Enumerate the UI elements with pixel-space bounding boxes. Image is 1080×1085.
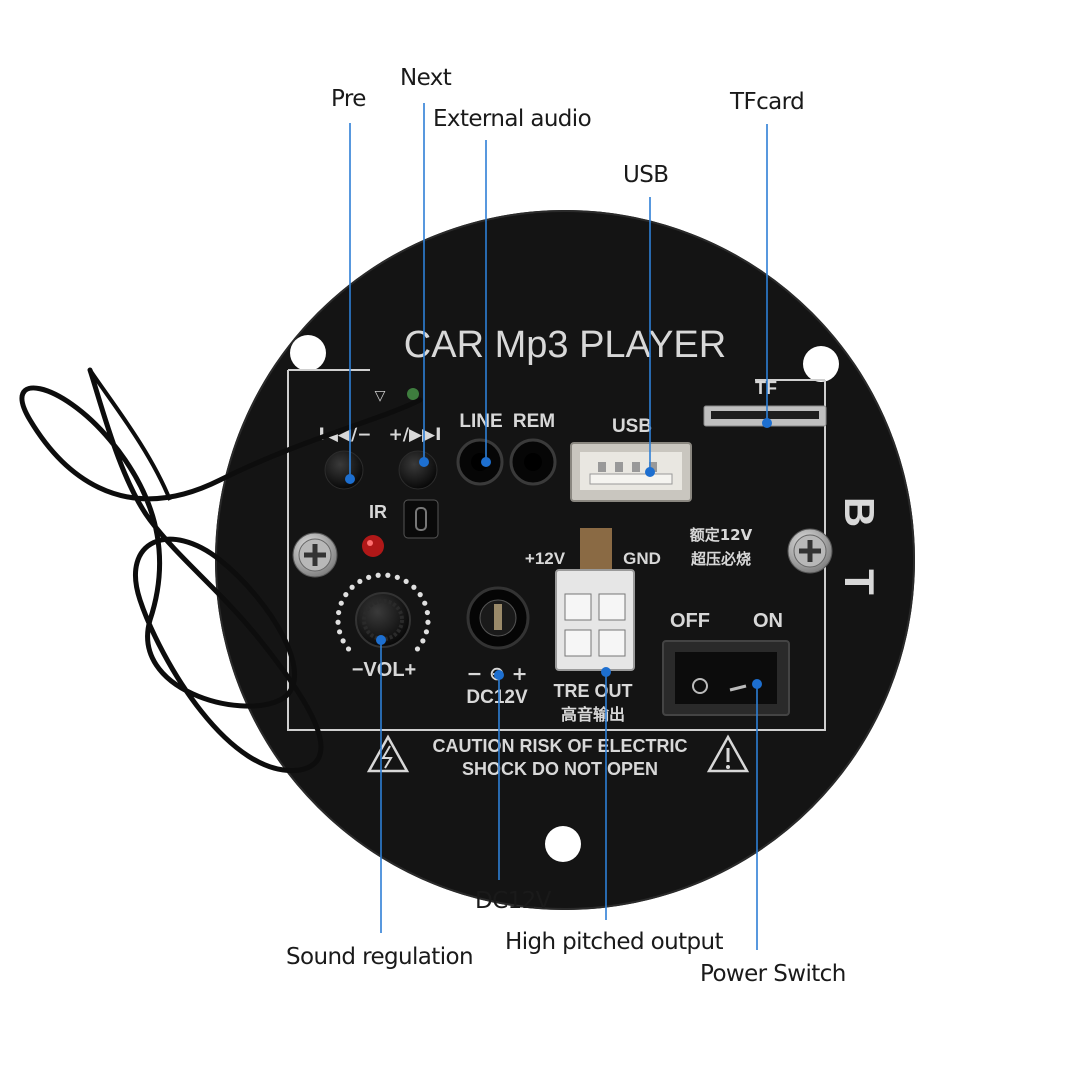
leader-dot-icon bbox=[419, 457, 429, 467]
panel-title: CAR Mp3 PLAYER bbox=[404, 324, 726, 366]
leader-lines bbox=[349, 103, 768, 950]
ir-label: IR bbox=[369, 502, 387, 522]
volume-dot bbox=[394, 574, 400, 580]
antenna-wire bbox=[19, 367, 423, 773]
caution-line-2: SHOCK DO NOT OPEN bbox=[462, 759, 658, 779]
leader-dots bbox=[345, 418, 772, 689]
plus-12v-label: +12V bbox=[525, 549, 566, 568]
volume-dot bbox=[423, 629, 430, 635]
volume-dots bbox=[335, 572, 431, 652]
screw-right-icon bbox=[787, 528, 833, 574]
tf-label: TF bbox=[755, 378, 777, 398]
next-button[interactable] bbox=[398, 450, 438, 490]
volume-dot bbox=[417, 592, 423, 598]
volume-dot bbox=[336, 629, 343, 635]
volume-dot bbox=[425, 619, 431, 625]
warning-right-icon bbox=[706, 734, 750, 773]
volume-dot bbox=[424, 609, 430, 616]
mounting-hole-top-left bbox=[290, 335, 326, 371]
rem-label: REM bbox=[513, 411, 555, 432]
rating-line-1: 额定12V bbox=[690, 526, 753, 544]
tre-out-label: TRE OUT bbox=[554, 681, 633, 701]
volume-dot bbox=[349, 584, 355, 590]
connector-latch bbox=[580, 528, 612, 574]
mounting-hole-bottom bbox=[545, 826, 581, 862]
usb-label: USB bbox=[612, 416, 652, 437]
volume-dot bbox=[422, 600, 428, 606]
callout-external-audio: External audio bbox=[433, 106, 592, 132]
leader-dot-icon bbox=[752, 679, 762, 689]
rating-line-2: 超压必烧 bbox=[690, 550, 751, 568]
leader-dot-icon bbox=[494, 670, 504, 680]
leader-dot-icon bbox=[645, 467, 655, 477]
callout-usb: USB bbox=[623, 162, 669, 188]
callout-pre: Pre bbox=[331, 86, 366, 112]
volume-dot bbox=[385, 572, 391, 578]
volume-dot bbox=[336, 609, 342, 616]
volume-label: −VOL+ bbox=[352, 659, 416, 681]
leader-dot-icon bbox=[376, 635, 386, 645]
volume-dot bbox=[403, 578, 409, 585]
svg-text:▽: ▽ bbox=[375, 388, 386, 404]
volume-dot bbox=[340, 638, 346, 644]
off-label: OFF bbox=[670, 610, 710, 632]
tre-out-cn-label: 高音输出 bbox=[561, 705, 625, 724]
screw-left-icon bbox=[292, 532, 338, 578]
volume-knob[interactable] bbox=[355, 592, 411, 648]
callout-sound-regulation: Sound regulation bbox=[286, 944, 474, 970]
leader-dot-icon bbox=[601, 667, 611, 677]
bt-letter-t: T bbox=[836, 569, 883, 595]
next-button-label: +/▶▶I bbox=[389, 425, 442, 445]
leader-dot-icon bbox=[762, 418, 772, 428]
caution-line-1: CAUTION RISK OF ELECTRIC bbox=[433, 736, 688, 756]
warning-left-icon bbox=[366, 734, 410, 773]
mounting-hole-top-right bbox=[803, 346, 839, 382]
callout-next: Next bbox=[400, 65, 452, 91]
volume-dot bbox=[345, 646, 352, 652]
ir-receiver bbox=[403, 499, 439, 539]
dc12v-panel-label: DC12V bbox=[466, 687, 528, 708]
callout-power-switch: Power Switch bbox=[700, 961, 846, 987]
volume-dot bbox=[375, 572, 381, 578]
prev-button-label: I◀◀/− bbox=[319, 425, 372, 445]
callout-high-pitched-output: High pitched output bbox=[505, 929, 724, 955]
callout-tfcard: TFcard bbox=[730, 89, 805, 115]
volume-dot bbox=[366, 574, 372, 580]
prev-button[interactable] bbox=[324, 450, 364, 490]
line-label: LINE bbox=[459, 411, 502, 432]
status-led-icon bbox=[407, 388, 419, 400]
leader-dot-icon bbox=[345, 474, 355, 484]
circular-plate bbox=[215, 210, 915, 910]
leader-dot-icon bbox=[481, 457, 491, 467]
volume-dot bbox=[343, 592, 349, 598]
volume-dot bbox=[420, 638, 426, 644]
bt-letter-b: B bbox=[836, 497, 883, 527]
on-label: ON bbox=[753, 610, 783, 632]
volume-dot bbox=[335, 619, 341, 625]
gnd-label: GND bbox=[623, 549, 661, 568]
volume-dot bbox=[338, 600, 344, 606]
ir-led-icon bbox=[362, 535, 384, 557]
volume-dot bbox=[357, 578, 363, 585]
callout-dc12v: DC12V bbox=[475, 888, 551, 914]
volume-dot bbox=[411, 584, 417, 590]
volume-dot bbox=[414, 646, 421, 652]
